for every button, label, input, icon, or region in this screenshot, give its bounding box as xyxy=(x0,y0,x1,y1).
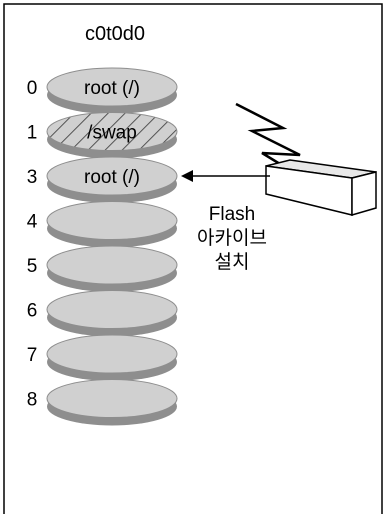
disk-slice: 0 root (/) xyxy=(27,67,178,114)
slice-number: 5 xyxy=(27,256,38,277)
flash-archive-box-icon xyxy=(265,159,377,216)
disk-slice-top xyxy=(46,67,178,107)
disk-slice-top xyxy=(46,201,178,240)
lightning-bolt-icon xyxy=(235,102,301,177)
disk-slice: 5 xyxy=(27,245,178,292)
diagram-frame xyxy=(3,3,383,514)
flash-label-line2: 아카이브 xyxy=(197,227,267,249)
slice-label: root (/) xyxy=(84,167,140,188)
slice-label: root (/) xyxy=(84,78,140,99)
slice-number: 4 xyxy=(27,212,38,233)
install-arrow xyxy=(181,170,270,182)
disk-slice: 1/swap xyxy=(27,112,178,159)
slice-number: 0 xyxy=(27,78,38,99)
disk-slice-top xyxy=(46,334,178,374)
disk-slice-top xyxy=(46,156,178,196)
disk-slice-top xyxy=(46,379,178,418)
disk-slices: 0 root (/) 1/swap 3 root (/) 4 5 6 7 8 xyxy=(27,67,178,426)
slice-number: 3 xyxy=(27,167,38,188)
flash-label-line3: 설치 xyxy=(215,251,250,273)
slice-number: 7 xyxy=(27,345,38,366)
disk-slice-top xyxy=(46,290,178,329)
disk-slice-top xyxy=(46,112,178,151)
slice-number: 1 xyxy=(27,123,38,144)
disk-slice: 8 xyxy=(27,379,178,426)
disk-slice: 7 xyxy=(27,334,178,381)
disk-slice-top xyxy=(46,245,178,285)
disk-slice: 4 xyxy=(27,201,178,248)
slice-number: 6 xyxy=(27,301,38,322)
disk-slice: 6 xyxy=(27,290,178,337)
flash-label-line1: Flash xyxy=(209,204,255,225)
disk-slice: 3 root (/) xyxy=(27,156,178,203)
slice-number: 8 xyxy=(27,390,38,411)
disk-label: c0t0d0 xyxy=(85,23,145,45)
slice-label: /swap xyxy=(87,123,137,144)
